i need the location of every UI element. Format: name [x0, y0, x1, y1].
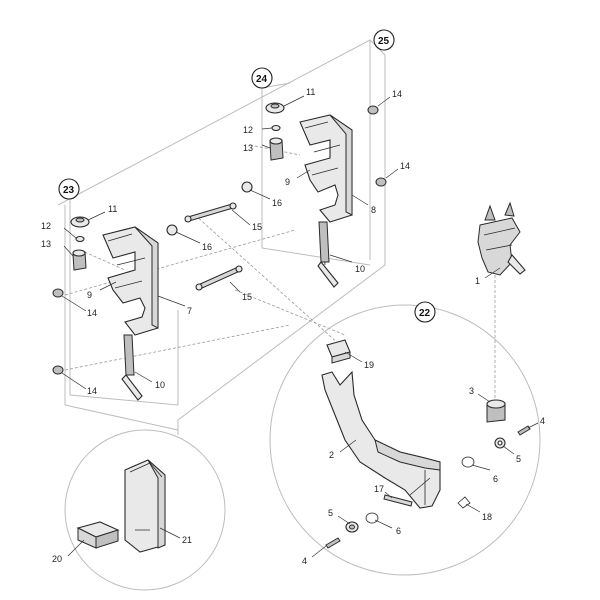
callout-15: 15	[242, 292, 252, 302]
part-15-rod-upper	[184, 202, 237, 223]
callout-5: 5	[516, 454, 521, 464]
parts-20-21-outline	[64, 429, 226, 591]
leader-lines	[61, 95, 539, 558]
part-14-lower-nut-b	[52, 365, 64, 375]
callout-14: 14	[87, 308, 97, 318]
callout-9: 9	[285, 177, 290, 187]
part-13-lower-nut	[72, 249, 87, 271]
callout-14: 14	[400, 161, 410, 171]
callout-21: 21	[182, 535, 192, 545]
callout-10: 10	[155, 380, 165, 390]
part-15-rod-lower	[195, 265, 243, 291]
callout-15: 15	[252, 222, 262, 232]
part-11-lower-washer	[70, 216, 90, 228]
callout-11: 11	[306, 87, 315, 97]
part-4-screw-left	[325, 537, 341, 549]
group-label-22: 22	[414, 301, 436, 323]
callout-12: 12	[243, 125, 253, 135]
callout-13: 13	[41, 239, 51, 249]
svg-text:22: 22	[419, 308, 431, 319]
callout-2: 2	[329, 450, 334, 460]
part-5-washer-left	[345, 521, 359, 533]
callout-18: 18	[482, 512, 492, 522]
callout-1: 1	[475, 276, 480, 286]
part-6-ring-left	[365, 512, 379, 524]
callout-5: 5	[328, 508, 333, 518]
clamp-24-bracket	[299, 114, 353, 223]
callout-4: 4	[540, 416, 545, 426]
part-19-pad	[326, 339, 351, 364]
callout-20: 20	[52, 554, 62, 564]
callout-10: 10	[355, 264, 365, 274]
callout-16: 16	[202, 242, 212, 252]
part-20-block	[76, 521, 120, 549]
callout-11: 11	[108, 204, 117, 214]
part-6-ring-right	[461, 456, 475, 468]
group-label-24: 24	[251, 67, 273, 89]
assembly-23-outline	[69, 195, 179, 406]
callout-19: 19	[364, 360, 374, 370]
clamp-23-screw	[121, 334, 143, 401]
part-14-lower-nut-a	[52, 288, 64, 298]
callout-16: 16	[272, 198, 282, 208]
callout-14: 14	[87, 386, 97, 396]
callout-14: 14	[392, 89, 402, 99]
part-3-knob	[486, 399, 506, 423]
clamp-24-screw	[317, 221, 339, 288]
callout-3: 3	[469, 386, 474, 396]
callout-7: 7	[187, 306, 192, 316]
callout-9: 9	[87, 290, 92, 300]
part-2-arm	[321, 370, 441, 509]
part-21-cover	[124, 459, 166, 553]
svg-text:24: 24	[256, 74, 268, 85]
callout-17: 17	[374, 484, 384, 494]
callout-labels: 1 2 3 4 4 5 5 6 6 7 8 9 9 10 10 11 11 12…	[41, 87, 545, 566]
part-17-pin	[383, 494, 413, 507]
part-11-upper-washer	[265, 102, 285, 114]
group-label-23: 23	[58, 178, 80, 200]
assembly-22-outline	[269, 304, 541, 576]
part-18-clip	[457, 496, 471, 509]
part-1-clamp-head	[477, 201, 526, 276]
callout-13: 13	[243, 143, 253, 153]
assembly-25-outline	[57, 39, 386, 435]
callout-6: 6	[493, 474, 498, 484]
part-12-upper-ring	[271, 124, 281, 132]
part-12-lower-ring	[75, 235, 85, 243]
group-label-25: 25	[373, 29, 395, 51]
callout-6: 6	[396, 526, 401, 536]
svg-text:25: 25	[378, 36, 390, 47]
clamp-23-bracket	[102, 226, 159, 336]
part-16-lower-spacer	[166, 224, 178, 236]
part-4-screw-right	[517, 425, 531, 436]
part-14-upper-nut-a	[367, 105, 379, 115]
callout-12: 12	[41, 221, 51, 231]
callout-8: 8	[371, 205, 376, 215]
callout-4: 4	[302, 556, 307, 566]
part-13-upper-nut	[269, 137, 284, 161]
svg-text:23: 23	[63, 185, 75, 196]
part-14-upper-nut-b	[375, 177, 387, 187]
part-5-washer-right	[494, 437, 506, 449]
part-16-upper-spacer	[241, 181, 253, 193]
